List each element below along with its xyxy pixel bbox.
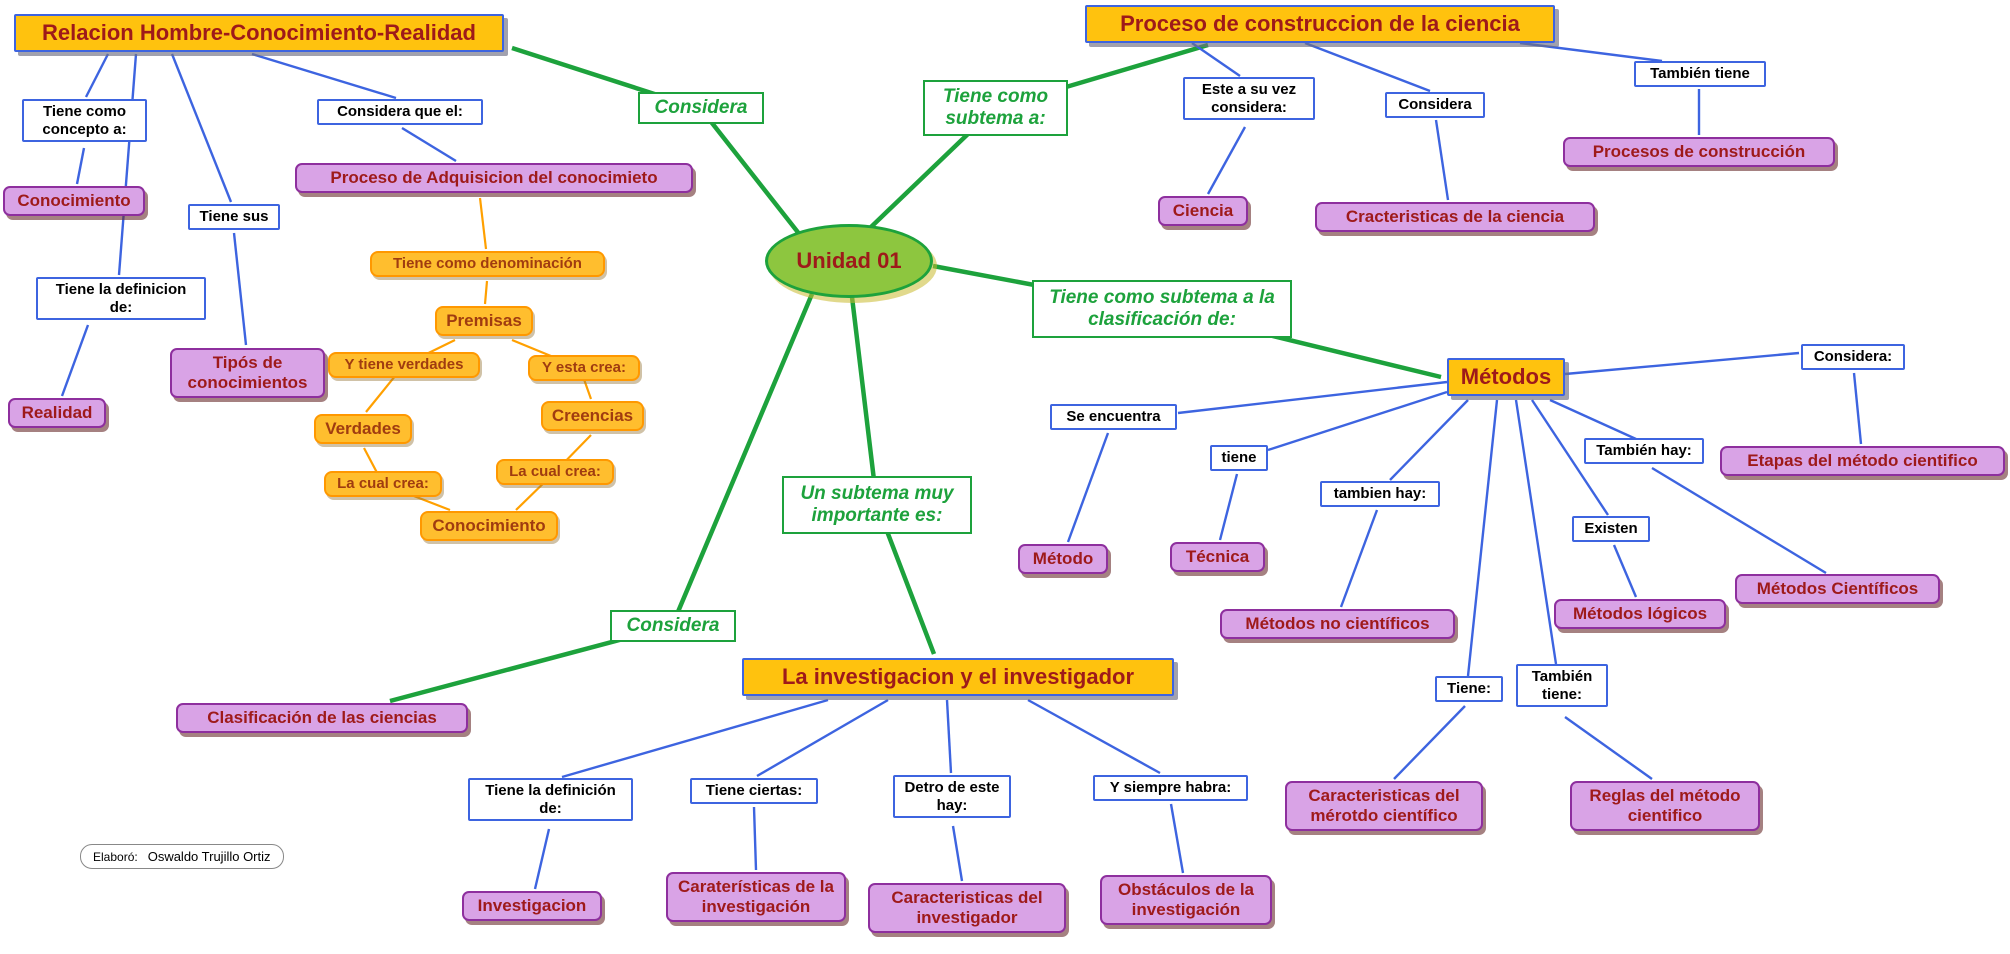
node-premisas[interactable]: Premisas (435, 306, 533, 337)
credit-prefix-label: Elaboró: (93, 850, 138, 864)
node-investigacion[interactable]: Investigacion (462, 891, 602, 922)
link-tambien-hay-2[interactable]: También hay: (1584, 438, 1704, 464)
link-y-tiene-verdades[interactable]: Y tiene verdades (328, 352, 480, 378)
link-tambien-hay-1[interactable]: tambien hay: (1320, 481, 1440, 507)
link-la-cual-crea-der[interactable]: La cual crea: (496, 459, 614, 485)
link-subtema-importante[interactable]: Un subtema muy importante es: (782, 476, 972, 534)
node-tecnica[interactable]: Técnica (1170, 542, 1265, 573)
blue-branch-lines (60, 41, 1863, 890)
credit-author: Oswaldo Trujillo Ortiz (147, 849, 271, 864)
link-dentro-de-este[interactable]: Detro de este hay: (893, 775, 1011, 819)
link-existen[interactable]: Existen (1572, 516, 1650, 542)
node-verdades[interactable]: Verdades (314, 414, 412, 445)
link-considera-proceso[interactable]: Considera (1385, 92, 1485, 118)
node-caracteristicas-metodo[interactable]: Caracteristicas del mérotdo científico (1285, 781, 1483, 832)
link-se-encuentra[interactable]: Se encuentra (1050, 404, 1177, 430)
node-realidad[interactable]: Realidad (8, 398, 106, 429)
topic-proceso-construccion-ciencia[interactable]: Proceso de construccion de la ciencia (1085, 5, 1555, 43)
node-proceso-adquisicion[interactable]: Proceso de Adquisicion del conocimieto (295, 163, 693, 194)
link-considera-que-el[interactable]: Considera que el: (317, 99, 483, 125)
link-tiene-2[interactable]: Tiene: (1435, 676, 1503, 702)
link-considera-metodos[interactable]: Considera: (1801, 344, 1905, 370)
link-tambien-tiene-proceso[interactable]: También tiene (1634, 61, 1766, 87)
link-tiene-ciertas[interactable]: Tiene ciertas: (690, 778, 818, 804)
link-y-siempre-habra[interactable]: Y siempre habra: (1093, 775, 1248, 801)
root-node-unidad-01[interactable]: Unidad 01 (765, 224, 933, 298)
link-tiene-como-concepto[interactable]: Tiene como concepto a: (22, 99, 147, 143)
link-tiene-como-denominacion[interactable]: Tiene como denominación (370, 251, 605, 277)
node-metodo[interactable]: Método (1018, 544, 1108, 575)
node-caracteristicas-investigacion[interactable]: Caraterísticas de la investigación (666, 872, 846, 923)
node-procesos-construccion[interactable]: Procesos de construcción (1563, 137, 1835, 168)
link-este-a-su-vez-considera[interactable]: Este a su vez considera: (1183, 77, 1315, 121)
node-metodos-cientificos[interactable]: Métodos Científicos (1735, 574, 1940, 605)
node-creencias[interactable]: Creencias (541, 401, 644, 432)
link-tiene-sus[interactable]: Tiene sus (188, 204, 280, 230)
link-la-cual-crea-izq[interactable]: La cual crea: (324, 471, 442, 497)
topic-investigacion-investigador[interactable]: La investigacion y el investigador (742, 658, 1174, 696)
node-conocimiento-orange[interactable]: Conocimiento (420, 511, 558, 542)
link-tambien-tiene-metodos[interactable]: También tiene: (1516, 664, 1608, 708)
author-credit: Elaboró: Oswaldo Trujillo Ortiz (80, 844, 284, 869)
topic-relacion-hombre-conocimiento-realidad[interactable]: Relacion Hombre-Conocimiento-Realidad (14, 14, 504, 52)
link-considera-top[interactable]: Considera (638, 92, 764, 125)
node-obstaculos-investigacion[interactable]: Obstáculos de la investigación (1100, 875, 1272, 926)
node-ciencia[interactable]: Ciencia (1158, 196, 1248, 227)
link-considera-bottom[interactable]: Considera (610, 610, 736, 643)
node-caracteristicas-ciencia[interactable]: Cracteristicas de la ciencia (1315, 202, 1595, 233)
node-etapas-metodo-cientifico[interactable]: Etapas del método cientifico (1720, 446, 2005, 477)
link-subtema-clasificacion[interactable]: Tiene como subtema a la clasificación de… (1032, 280, 1292, 338)
node-metodos-logicos[interactable]: Métodos lógicos (1554, 599, 1726, 630)
node-metodos-no-cientificos[interactable]: Métodos no científicos (1220, 609, 1455, 640)
node-reglas-metodo[interactable]: Reglas del método cientifico (1570, 781, 1760, 832)
topic-metodos[interactable]: Métodos (1447, 358, 1565, 396)
link-tiene-como-subtema[interactable]: Tiene como subtema a: (923, 80, 1068, 136)
link-tiene[interactable]: tiene (1210, 445, 1268, 471)
link-y-esta-crea[interactable]: Y esta crea: (528, 355, 640, 381)
node-conocimiento[interactable]: Conocimiento (3, 186, 145, 217)
node-clasificacion-ciencias[interactable]: Clasificación de las ciencias (176, 703, 468, 734)
node-tipos-conocimientos[interactable]: Tipós de conocimientos (170, 348, 325, 399)
link-tiene-definicion[interactable]: Tiene la definicion de: (36, 277, 206, 321)
node-caracteristicas-investigador[interactable]: Caracteristicas del investigador (868, 883, 1066, 934)
link-tiene-definicion-inv[interactable]: Tiene la definición de: (468, 778, 633, 822)
